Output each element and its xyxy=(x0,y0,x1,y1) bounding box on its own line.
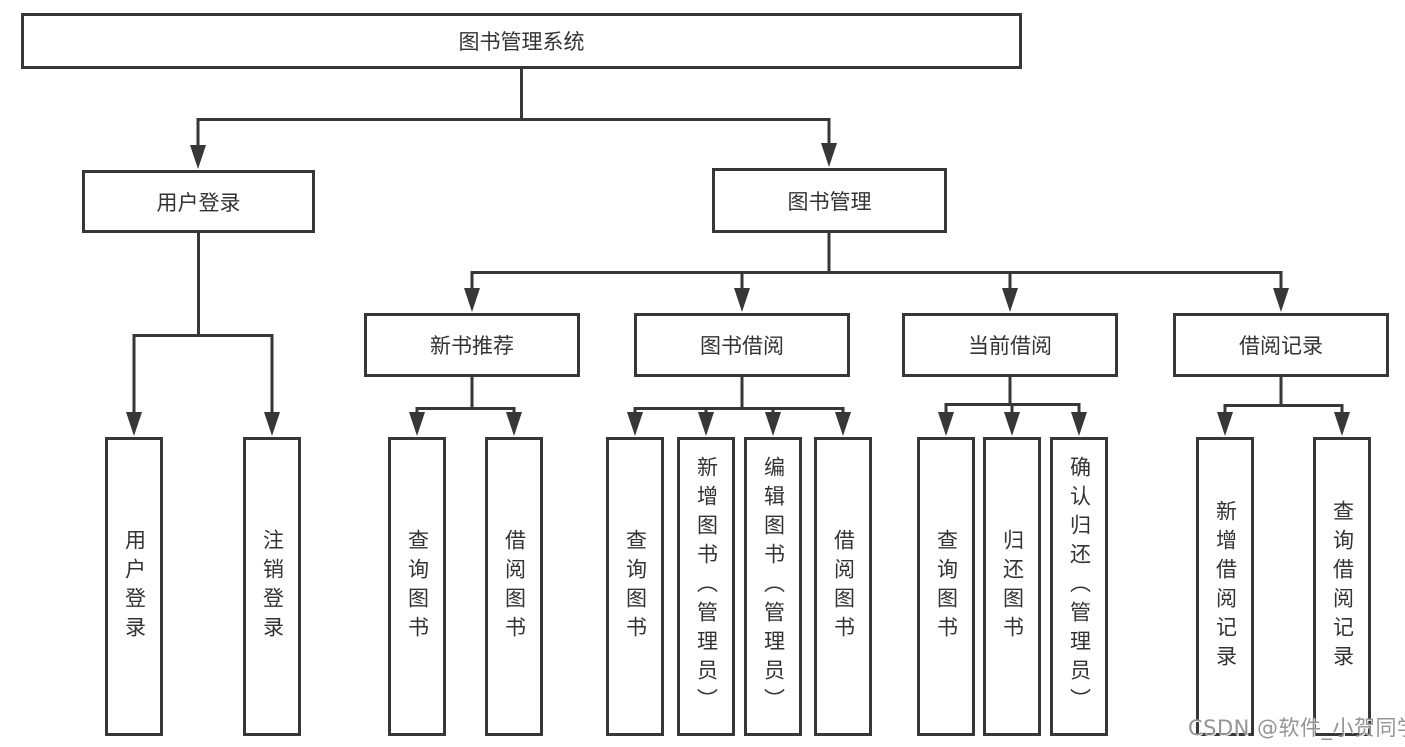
arrowhead xyxy=(698,412,714,436)
csdn-watermark: CSDN @软件_小贺同学 xyxy=(1188,716,1405,740)
node-label: 图书借阅 xyxy=(700,334,784,358)
node-label: 图书管理 xyxy=(787,189,872,214)
node-label: 借阅记录 xyxy=(1239,334,1323,358)
arrowhead xyxy=(264,412,280,436)
node-label: 查询借阅记录 xyxy=(1330,499,1355,674)
node-label: 借阅图书 xyxy=(831,528,856,645)
node-book-mgmt: 图书管理 xyxy=(712,168,947,233)
node-label: 确认归还（管理员） xyxy=(1067,456,1092,717)
leaf-user-login: 用户登录 xyxy=(105,437,163,736)
connector-book-mgmt-children xyxy=(464,231,1289,312)
arrowhead xyxy=(938,412,954,436)
node-label: 查询图书 xyxy=(623,528,648,645)
arrowhead xyxy=(409,412,425,436)
arrowhead xyxy=(835,412,851,436)
node-label: 新增图书（管理员） xyxy=(694,456,719,717)
arrowhead xyxy=(821,143,837,167)
node-book-borrow: 图书借阅 xyxy=(634,313,850,377)
arrowhead xyxy=(1004,412,1020,436)
arrowhead xyxy=(506,412,522,436)
leaf-bookborrow-borrow: 借阅图书 xyxy=(814,437,872,736)
leaf-records-query: 查询借阅记录 xyxy=(1313,437,1371,736)
connector-book-borrow-children xyxy=(627,375,851,436)
arrowhead xyxy=(1071,412,1087,436)
arrowhead xyxy=(126,412,142,436)
node-label: 当前借阅 xyxy=(968,334,1052,358)
arrowhead xyxy=(627,412,643,436)
arrowhead xyxy=(1002,288,1018,312)
node-label: 新书推荐 xyxy=(430,334,514,358)
connector-root-to-level2 xyxy=(190,66,837,169)
arrowhead xyxy=(1273,288,1289,312)
connector-new-books-children xyxy=(409,375,522,436)
arrowhead xyxy=(1334,412,1350,436)
node-label: 借阅图书 xyxy=(502,528,527,645)
node-current-borrow: 当前借阅 xyxy=(902,313,1118,377)
connector-borrow-records-children xyxy=(1217,375,1350,436)
node-label: 图书管理系统 xyxy=(458,30,585,54)
leaf-bookborrow-query: 查询图书 xyxy=(606,437,664,736)
leaf-current-return: 归还图书 xyxy=(983,437,1041,736)
leaf-current-confirm: 确认归还（管理员） xyxy=(1050,437,1108,736)
node-label: 用户登录 xyxy=(156,190,241,215)
leaf-newbooks-borrow: 借阅图书 xyxy=(485,437,543,736)
arrowhead xyxy=(734,288,750,312)
node-label: 查询图书 xyxy=(934,528,959,645)
node-label: 编辑图书（管理员） xyxy=(761,456,786,717)
node-borrow-records: 借阅记录 xyxy=(1173,313,1389,377)
node-user-login: 用户登录 xyxy=(82,170,315,233)
leaf-logout: 注销登录 xyxy=(243,437,301,736)
leaf-records-add: 新增借阅记录 xyxy=(1196,437,1254,736)
leaf-newbooks-query: 查询图书 xyxy=(388,437,446,736)
node-label: 归还图书 xyxy=(1000,528,1025,645)
connector-user-login-children xyxy=(126,231,280,436)
connector-current-borrow-children xyxy=(938,375,1087,436)
arrowhead xyxy=(190,145,206,169)
node-root: 图书管理系统 xyxy=(21,13,1022,69)
node-label: 注销登录 xyxy=(260,528,285,645)
leaf-current-query: 查询图书 xyxy=(917,437,975,736)
node-new-books: 新书推荐 xyxy=(364,313,580,377)
node-label: 新增借阅记录 xyxy=(1213,499,1238,674)
node-label: 用户登录 xyxy=(122,528,147,645)
arrowhead xyxy=(765,412,781,436)
arrowhead xyxy=(1217,412,1233,436)
node-label: 查询图书 xyxy=(405,528,430,645)
arrowhead xyxy=(464,288,480,312)
leaf-bookborrow-edit: 编辑图书（管理员） xyxy=(744,437,802,736)
leaf-bookborrow-add: 新增图书（管理员） xyxy=(677,437,735,736)
